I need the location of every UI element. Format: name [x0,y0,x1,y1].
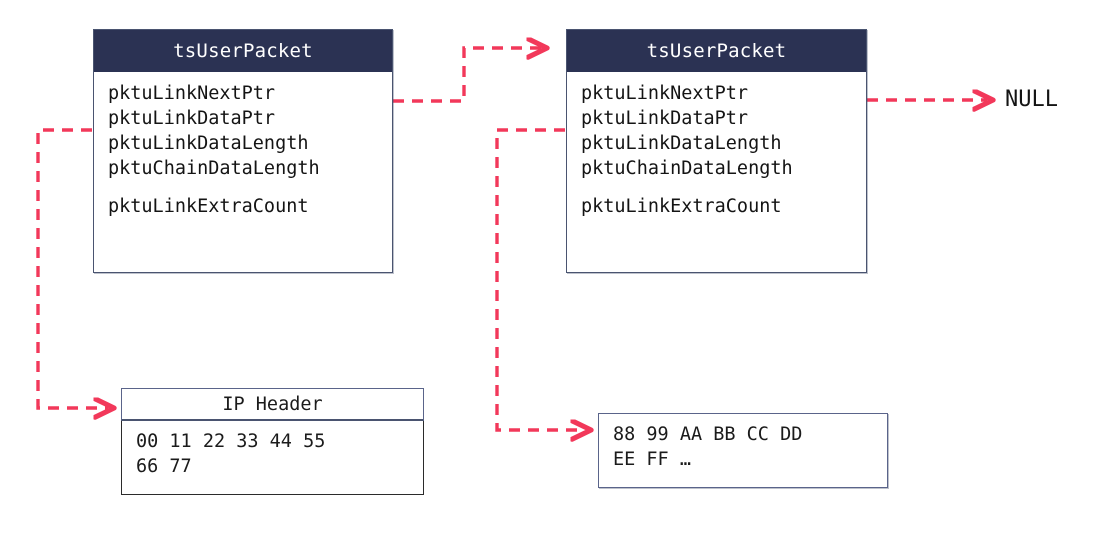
packet-1-header: tsUserPacket [94,30,392,72]
packet-1-field-pktuLinkNextPtr: pktuLinkNextPtr [108,83,276,104]
ip-header-buffer-title: IP Header [222,394,323,415]
packet-2-header: tsUserPacket [567,30,866,72]
ip-header-buffer-line-2: 66 77 [136,456,192,477]
arrow-packet1-next-to-packet2 [393,48,541,103]
packet-2-field-spacer [581,181,866,194]
packet-1-field-pktuLinkDataLength: pktuLinkDataLength [108,133,309,154]
packet-1-field-pktuChainDataLength: pktuChainDataLength [108,158,320,179]
packet-2-field-pktuLinkDataLength: pktuLinkDataLength [581,133,782,154]
ip-header-buffer[interactable]: IP Header 00 11 22 33 44 55 66 77 [121,388,424,495]
packet-struct-1[interactable]: tsUserPacket pktuLinkNextPtr pktuLinkDat… [93,29,393,273]
ip-header-buffer-title-bar: IP Header [121,388,424,421]
packet-2-fields: pktuLinkNextPtr pktuLinkDataPtr pktuLink… [567,72,866,227]
packet-1-field-pktuLinkExtraCount: pktuLinkExtraCount [108,196,309,217]
payload-buffer-body: 88 99 AA BB CC DD EE FF … [598,413,888,488]
null-terminator-label: NULL [1005,87,1058,112]
packet-1-field-pktuLinkDataPtr: pktuLinkDataPtr [108,108,276,129]
packet-1-field-spacer [108,181,392,194]
packet-1-fields: pktuLinkNextPtr pktuLinkDataPtr pktuLink… [94,72,392,227]
packet-struct-2[interactable]: tsUserPacket pktuLinkNextPtr pktuLinkDat… [566,29,867,273]
payload-buffer-line-1: 88 99 AA BB CC DD [613,424,803,445]
packet-2-field-pktuLinkExtraCount: pktuLinkExtraCount [581,196,782,217]
ip-header-buffer-body: 00 11 22 33 44 55 66 77 [121,421,424,495]
payload-buffer[interactable]: 88 99 AA BB CC DD EE FF … [598,413,888,488]
packet-2-field-pktuChainDataLength: pktuChainDataLength [581,158,793,179]
ip-header-buffer-line-1: 00 11 22 33 44 55 [136,431,326,452]
packet-2-field-pktuLinkDataPtr: pktuLinkDataPtr [581,108,749,129]
packet-2-field-pktuLinkNextPtr: pktuLinkNextPtr [581,83,749,104]
payload-buffer-line-2: EE FF … [613,449,691,470]
